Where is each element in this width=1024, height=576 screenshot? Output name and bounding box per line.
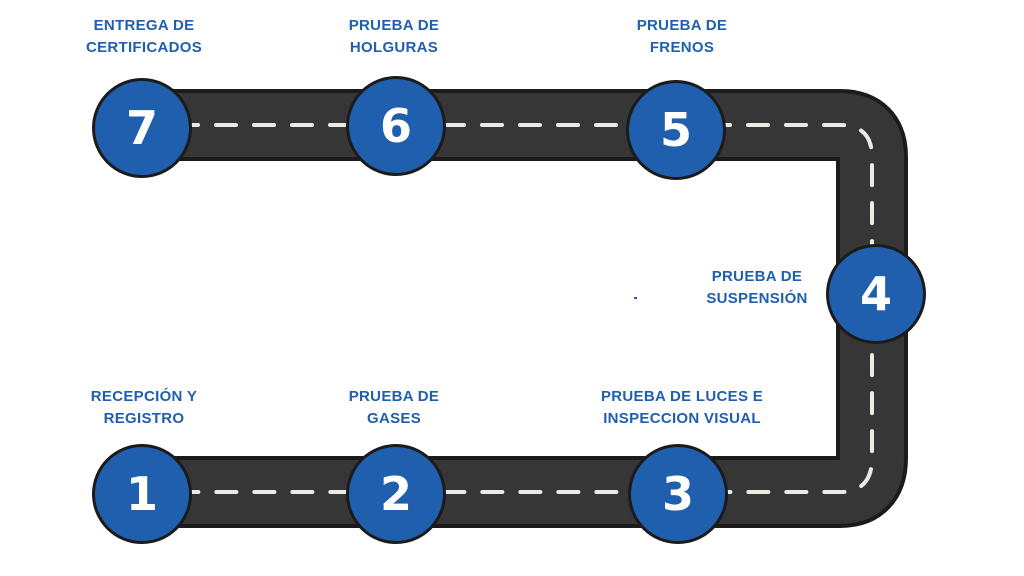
- step-2-label-line-1: PRUEBA DE: [348, 388, 440, 405]
- stray-dot: [634, 297, 637, 299]
- step-2-label: PRUEBA DE GASES: [294, 386, 494, 430]
- step-4-circle: 4: [826, 244, 926, 344]
- step-1-label: RECEPCIÓN Y REGISTRO: [44, 386, 244, 430]
- step-4-label-line-1: PRUEBA DE: [711, 268, 803, 285]
- step-3-circle: 3: [628, 444, 728, 544]
- step-5-circle: 5: [626, 80, 726, 180]
- step-5-number: 5: [659, 103, 692, 157]
- step-6-label: PRUEBA DE HOLGURAS: [294, 15, 494, 59]
- step-1-number: 1: [125, 467, 158, 521]
- step-5-label-line-1: PRUEBA DE: [636, 17, 728, 34]
- step-5-label: PRUEBA DE FRENOS: [582, 15, 782, 59]
- step-4-label-line-2: SUSPENSIÓN: [706, 290, 808, 307]
- step-7-number: 7: [125, 101, 158, 155]
- step-3-label: PRUEBA DE LUCES E INSPECCION VISUAL: [582, 386, 782, 430]
- step-2-label-line-2: GASES: [366, 410, 421, 427]
- step-7-label-line-2: CERTIFICADOS: [85, 39, 203, 56]
- step-1-label-line-2: REGISTRO: [103, 410, 185, 427]
- step-1-circle: 1: [92, 444, 192, 544]
- step-7-label: ENTREGA DE CERTIFICADOS: [44, 15, 244, 59]
- step-6-label-line-2: HOLGURAS: [349, 39, 439, 56]
- step-7-circle: 7: [92, 78, 192, 178]
- step-3-label-line-1: PRUEBA DE LUCES E: [600, 388, 764, 405]
- step-2-number: 2: [379, 467, 412, 521]
- step-2-circle: 2: [346, 444, 446, 544]
- step-5-label-line-2: FRENOS: [649, 39, 715, 56]
- step-4-number: 4: [859, 267, 892, 321]
- step-6-circle: 6: [346, 76, 446, 176]
- step-3-label-line-2: INSPECCION VISUAL: [603, 410, 761, 427]
- step-1-label-line-1: RECEPCIÓN Y: [90, 388, 198, 405]
- step-3-number: 3: [661, 467, 694, 521]
- step-6-number: 6: [379, 99, 412, 153]
- step-4-label: PRUEBA DE SUSPENSIÓN: [657, 266, 857, 310]
- step-6-label-line-1: PRUEBA DE: [348, 17, 440, 34]
- step-7-label-line-1: ENTREGA DE: [93, 17, 195, 34]
